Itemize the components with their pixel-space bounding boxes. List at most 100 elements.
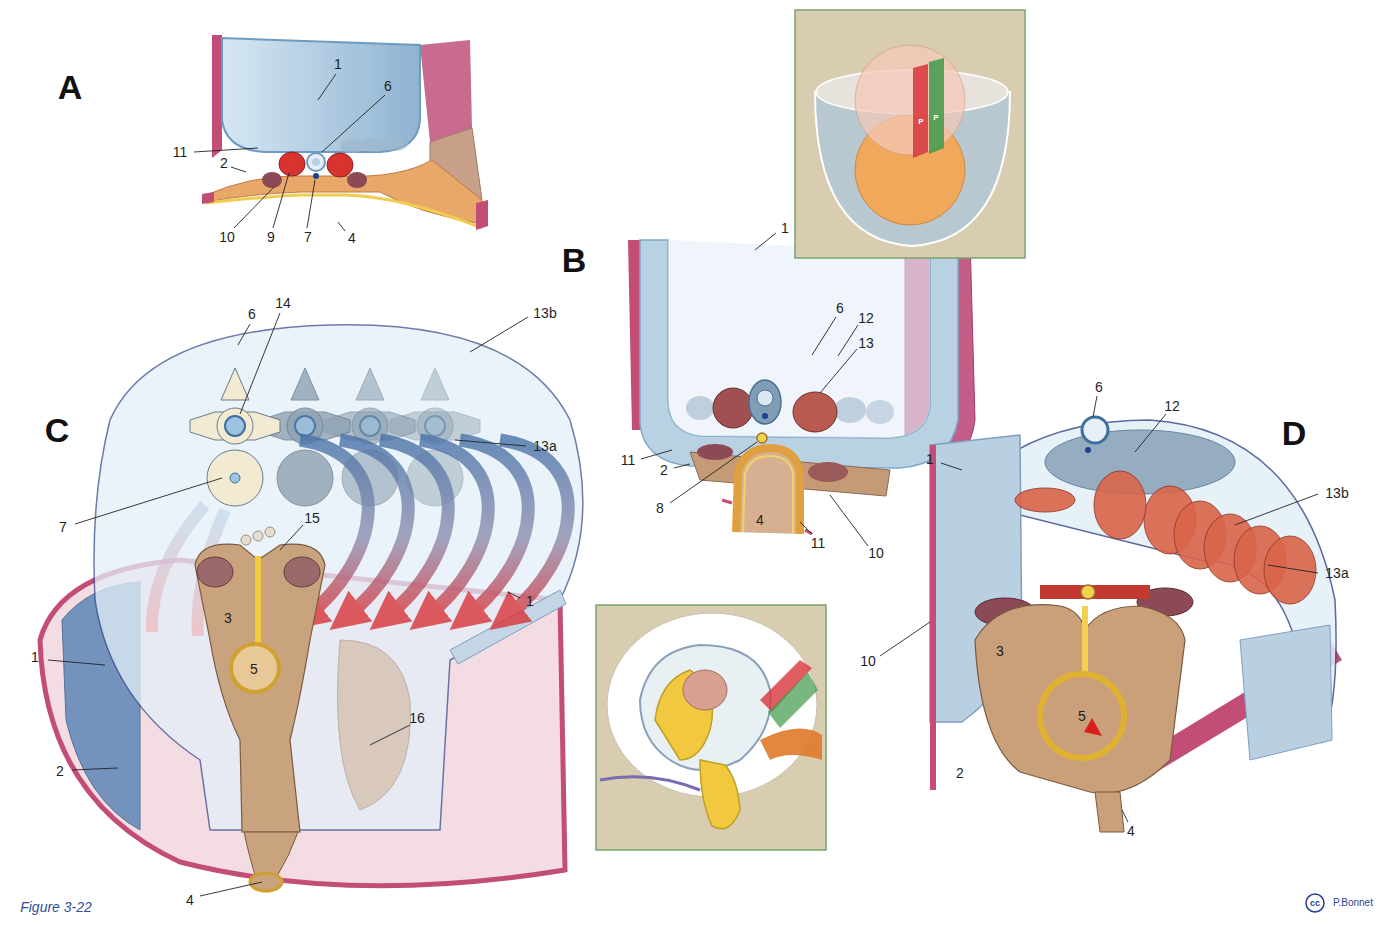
anatomy-drawing <box>40 10 1342 912</box>
illustration-shape <box>212 35 222 158</box>
illustration-shape <box>313 173 319 179</box>
illustration-shape <box>749 380 781 424</box>
illustration-shape <box>929 58 944 154</box>
illustration-shape <box>420 440 488 618</box>
illustration-shape <box>768 672 818 728</box>
illustration-shape <box>1084 718 1102 736</box>
illustration-shape <box>230 473 240 483</box>
illustration-shape <box>265 527 275 537</box>
illustration-shape <box>1082 417 1108 443</box>
leader-line <box>880 622 930 656</box>
illustration-shape <box>1094 471 1146 539</box>
illustration-shape <box>244 832 298 878</box>
callout-number: 13 <box>858 336 874 350</box>
illustration-shape <box>855 45 965 155</box>
illustration-shape <box>255 556 261 645</box>
illustration-shape <box>284 557 320 587</box>
illustration-shape <box>1264 536 1316 604</box>
illustration-shape <box>1082 606 1088 675</box>
callout-number: 8 <box>656 501 664 515</box>
leader-line <box>641 450 672 459</box>
illustration-shape <box>291 368 319 400</box>
leader-line <box>240 313 280 414</box>
illustration-shape <box>757 433 767 443</box>
leader-line <box>820 349 857 393</box>
illustration-shape <box>362 138 386 152</box>
illustration-shape <box>340 440 408 618</box>
illustration-shape <box>197 557 233 587</box>
callout-number: 3 <box>996 644 1004 658</box>
leader-line <box>194 148 258 152</box>
illustration-shape <box>1095 792 1124 832</box>
leader-line <box>273 173 289 228</box>
leader-line <box>280 525 303 550</box>
illustration-shape <box>722 500 732 503</box>
callout-number: 12 <box>858 311 874 325</box>
callout-number: 13b <box>533 306 556 320</box>
callout-number: 1 <box>926 452 934 466</box>
illustration-shape <box>295 416 315 436</box>
illustration-shape <box>202 192 214 204</box>
illustration-shape <box>1040 674 1124 758</box>
plane-letter: P <box>918 118 923 126</box>
illustration-shape <box>340 139 364 153</box>
illustration-shape <box>736 448 800 534</box>
illustration-shape <box>250 873 282 891</box>
callout-number: 4 <box>1127 824 1135 838</box>
illustration-shape <box>1081 585 1095 599</box>
leader-line <box>1122 810 1128 822</box>
illustration-shape <box>217 408 253 444</box>
illustration-shape <box>600 777 700 790</box>
callout-number: 16 <box>409 711 425 725</box>
callout-number: 6 <box>1095 380 1103 394</box>
illustration-shape <box>793 392 837 432</box>
leader-line <box>1235 494 1318 525</box>
illustration-shape <box>500 440 568 618</box>
leader-line <box>670 442 757 503</box>
callout-number: 2 <box>660 463 668 477</box>
illustration-shape <box>596 605 826 850</box>
leader-line <box>941 463 962 470</box>
leader-line <box>307 180 315 228</box>
leader-line <box>812 317 836 355</box>
callout-number: 4 <box>756 513 764 527</box>
plane-letter: P <box>933 114 938 122</box>
leader-line <box>1093 396 1097 417</box>
illustration-shape <box>327 153 353 177</box>
leader-line <box>200 882 262 896</box>
leader-line <box>234 187 274 228</box>
illustration-shape <box>421 368 449 400</box>
illustration-shape <box>1085 447 1091 453</box>
leader-lines <box>48 74 1318 896</box>
leader-line <box>755 233 776 250</box>
illustration-shape <box>221 368 249 400</box>
callout-number: 9 <box>267 230 275 244</box>
leader-line <box>800 522 812 534</box>
leader-line <box>830 495 868 546</box>
leader-line <box>370 725 410 745</box>
illustration-shape <box>262 172 282 188</box>
illustration-shape <box>808 462 848 482</box>
illustration-shape <box>460 440 528 618</box>
callout-number: 11 <box>173 145 188 159</box>
leader-line <box>674 464 690 468</box>
callout-number: 1 <box>31 650 39 664</box>
illustration-shape <box>866 400 894 424</box>
illustration-shape <box>683 670 727 710</box>
illustration-shape <box>640 645 771 770</box>
leader-line <box>455 440 526 446</box>
panel-letter: A <box>58 70 83 104</box>
callout-number: 10 <box>219 230 235 244</box>
illustration-shape <box>241 535 251 545</box>
illustration-shape <box>425 416 445 436</box>
illustration-shape <box>640 240 958 468</box>
illustration-shape <box>450 590 566 664</box>
panel-letter: D <box>1282 416 1307 450</box>
illustration-shape <box>231 644 279 692</box>
illustration-shape <box>253 531 263 541</box>
callout-number: 12 <box>1164 399 1180 413</box>
illustration-shape <box>420 40 472 142</box>
figure-caption: Figure 3-22 <box>20 900 92 914</box>
